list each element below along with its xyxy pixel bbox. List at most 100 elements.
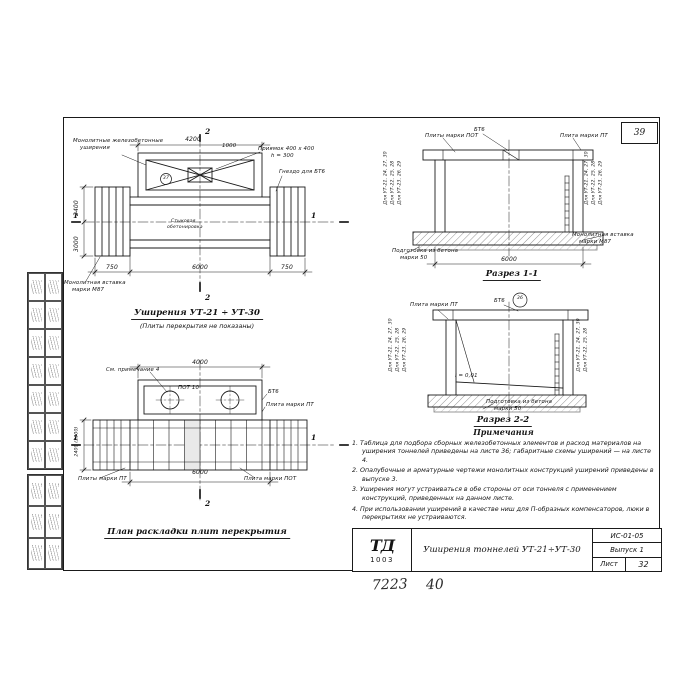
note-item-2: 2. Опалубочные и арматурные чертежи моно… <box>352 467 654 483</box>
plan-marker-1-right: 1 <box>311 211 317 220</box>
logo-monogram: ТД <box>369 536 395 555</box>
notes-block: Примечания 1. Таблица для подбора сборны… <box>352 427 655 522</box>
sp-label-pts: Плиты марки ПТ <box>78 476 127 482</box>
plan-circle-mark: 37 <box>162 176 170 181</box>
sp-marker-1-right: 1 <box>311 433 317 442</box>
inventory-stamp-table <box>27 474 63 570</box>
stamp-cell <box>28 329 45 357</box>
plan-dim-bottom-left: 750 <box>106 264 118 271</box>
plan-label-pit-1: Приямок 400 х 400 <box>258 146 315 152</box>
sp-marker-1-left: 1 <box>73 433 79 442</box>
s1-label-insert-1: Монолитная вставка <box>572 232 634 238</box>
sp-label-pot10: ПОТ 10 <box>178 385 200 391</box>
s2-label-prep-2: марки 50 <box>494 406 522 412</box>
s2-level-2: Для УТ-23, 26, 29 <box>402 327 408 372</box>
s1-level-right-1: Для УТ-22, 25, 28 <box>591 160 597 205</box>
sp-dim-bottom: 6000 <box>192 469 208 476</box>
s1-level-right-2: Для УТ-23, 26, 29 <box>598 160 604 205</box>
s1-label-bt6: БТ6 <box>474 127 485 133</box>
doc-code: ИС-01-05 <box>593 529 661 544</box>
stamp-cell <box>45 506 62 538</box>
sheet-number: 32 <box>638 559 649 569</box>
s1-label-pot: Плиты марки ПОТ <box>425 133 479 139</box>
plan-label-widening-2: уширения <box>80 145 110 151</box>
note-item-4: 4. При использовании уширений в качестве… <box>352 505 650 521</box>
stamp-cell <box>28 506 45 538</box>
s1-label-prep-1: Подготовка из бетона <box>392 248 459 254</box>
s1-level-right-0: Для УТ-21, 24, 27, 30 <box>584 151 590 205</box>
title-block-right: ИС-01-05 Выпуск 1 Лист 32 <box>593 529 661 571</box>
s2-level-1: Для УТ-22, 25, 28 <box>395 327 401 372</box>
s2-label-bt6: БТ6 <box>494 298 505 304</box>
plan-dim-top: 4200 <box>185 136 201 143</box>
section-2-2-drawing <box>427 292 589 419</box>
plan-label-socket: Гнездо для БТ6 <box>279 169 326 175</box>
s2-label-slope: i = 0,01 <box>455 373 478 379</box>
sp-dim-top: 4000 <box>192 359 208 366</box>
section-1-1-drawing <box>404 133 604 269</box>
plan-marker-2-bottom: 2 <box>205 293 211 302</box>
stamp-cell <box>45 273 62 301</box>
sp-label-bt6: БТ6 <box>268 389 279 395</box>
plan-marker-2-top: 2 <box>205 127 211 136</box>
note-item-3: 3. Уширения могут устраиваться в обе сто… <box>352 486 617 502</box>
s1-level-0: Для УТ-21, 24, 27, 30 <box>383 151 389 205</box>
stamp-cell <box>28 385 45 413</box>
plan-marker-1-left: 1 <box>73 211 79 220</box>
stamp-cell <box>28 357 45 385</box>
stamp-cell <box>28 475 45 507</box>
stamp-cell <box>28 413 45 441</box>
s2-level-right-1: Для УТ-22, 25, 28 <box>583 327 589 372</box>
stamp-cell <box>45 357 62 385</box>
plan-label-joint-1: Стыковая <box>171 219 196 224</box>
logo-number: 1003 <box>370 556 394 564</box>
handwritten-number-right: 40 <box>425 576 445 594</box>
s2-level-right-0: Для УТ-21, 24, 27, 30 <box>576 318 582 372</box>
stamp-cell <box>45 413 62 441</box>
plan-dim-pit: 1000 <box>222 143 237 149</box>
s1-label-insert-2: марки М87 <box>579 239 612 245</box>
s1-label-prep-2: марки 50 <box>400 255 428 261</box>
s2-circle-mark: 36 <box>516 296 524 301</box>
stamp-cell <box>45 385 62 413</box>
s1-dim-bottom: 6000 <box>501 256 517 263</box>
s2-label-pt: Плита марки ПТ <box>410 302 458 308</box>
plan-label-pit-2: h = 300 <box>271 153 294 159</box>
s2-label-prep-1: Подготовка из бетона <box>486 399 553 405</box>
plan-dim-bottom-mid: 6000 <box>192 264 208 271</box>
stamp-cell <box>45 329 62 357</box>
stamp-cell <box>45 537 62 569</box>
sheet-cell: Лист 32 <box>593 557 661 571</box>
s1-label-pt: Плита марки ПТ <box>560 133 608 139</box>
sp-title: План раскладки плит перекрытия <box>104 528 290 539</box>
s1-level-2: Для УТ-23, 26, 29 <box>397 160 403 205</box>
slab-plan-drawing <box>71 359 349 501</box>
s2-title: Разрез 2-2 <box>473 416 533 427</box>
title-block: ТД 1003 Уширения тоннелей УТ-21÷УТ-30 ИС… <box>352 528 662 572</box>
plan-label-widening-1: Монолитные железобетонные <box>73 138 164 144</box>
sp-label-note: См. примечание 4 <box>106 367 160 373</box>
s1-title: Разрез 1-1 <box>482 270 542 281</box>
stamp-cell <box>28 301 45 329</box>
publisher-logo: ТД 1003 <box>353 529 412 571</box>
sheet-corner-number: 39 <box>621 122 658 144</box>
handwritten-number-left: 7223 <box>371 576 408 594</box>
stamp-cell <box>45 475 62 507</box>
sheet-label: Лист <box>593 557 626 571</box>
stamp-cell <box>28 537 45 569</box>
plan-dim-bottom-right: 750 <box>281 264 293 271</box>
plan-subtitle: (Плиты перекрытия не показаны) <box>139 322 255 330</box>
notes-title: Примечания <box>473 427 534 437</box>
corner-number-text: 39 <box>633 128 646 138</box>
issue-number: Выпуск 1 <box>593 543 661 558</box>
plan-label-insert-2: марки М87 <box>72 287 105 293</box>
plan-title: Уширения УТ-21 ÷ УТ-30 <box>131 309 263 320</box>
s1-level-1: Для УТ-22, 25, 28 <box>390 160 396 205</box>
plan-drawing <box>71 134 349 294</box>
sp-label-pt: Плита марки ПТ <box>266 402 314 408</box>
s2-level-0: Для УТ-21, 24, 27, 30 <box>388 318 394 372</box>
stamp-cell <box>45 441 62 469</box>
plan-label-joint-2: обетонировка <box>167 225 203 230</box>
sp-label-pot: Плита марки ПОТ <box>244 476 297 482</box>
plan-label-insert-1: Монолитная вставка <box>64 280 126 286</box>
